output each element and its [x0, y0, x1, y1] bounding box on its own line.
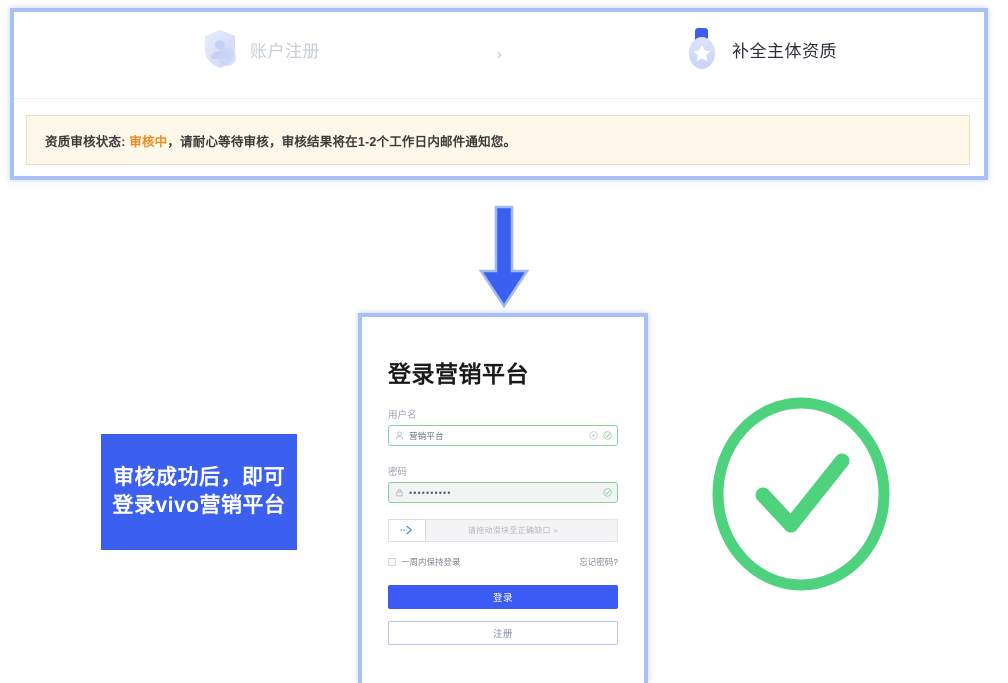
medal-star-icon	[682, 26, 722, 72]
step-complete-qualification-label: 补全主体资质	[732, 41, 837, 61]
shield-user-icon	[200, 26, 240, 72]
step-account-registration-label: 账户注册	[250, 41, 320, 61]
slider-hint: 请拖动滑块至正确缺口 »	[467, 526, 559, 535]
alert-suffix: ，请耐心等待审核，审核结果将在1-2个工作日内邮件通知您。	[167, 134, 517, 149]
remember-login-option[interactable]: 一周内保持登录	[388, 556, 461, 568]
username-value: 营销平台	[409, 430, 444, 441]
registration-steps: 账户注册 › 补全主体资质	[14, 12, 984, 99]
password-valid-icon	[603, 484, 612, 502]
password-value: ••••••••••	[409, 487, 452, 498]
remember-checkbox[interactable]	[388, 558, 396, 566]
slider-captcha[interactable]: 请拖动滑块至正确缺口 »	[388, 519, 618, 542]
step-separator-chevron-icon: ›	[496, 45, 503, 65]
user-icon	[395, 427, 404, 445]
success-callout: 审核成功后，即可 登录vivo营销平台	[101, 434, 297, 550]
page-title: 登录营销平台	[388, 361, 529, 387]
forgot-password-link[interactable]: 忘记密码?	[579, 557, 618, 567]
login-card: 登录营销平台 用户名 营销平台 密码	[358, 313, 648, 683]
review-status-text: 资质审核状态: 审核中，请耐心等待审核，审核结果将在1-2个工作日内邮件通知您。	[27, 131, 516, 150]
slider-handle[interactable]	[388, 519, 426, 542]
remember-label: 一周内保持登录	[401, 557, 461, 567]
login-button[interactable]: 登录	[388, 585, 618, 609]
review-status-alert: 资质审核状态: 审核中，请耐心等待审核，审核结果将在1-2个工作日内邮件通知您。	[26, 115, 970, 165]
step-complete-qualification[interactable]: 补全主体资质	[682, 26, 837, 72]
alert-prefix: 资质审核状态:	[45, 134, 130, 149]
username-label: 用户名	[388, 410, 417, 421]
qualification-status-panel: 账户注册 › 补全主体资质 资质审核	[10, 8, 988, 180]
status-badge: 审核中	[129, 134, 168, 149]
clear-circle-icon[interactable]	[589, 427, 598, 445]
slider-arrow-icon	[399, 522, 415, 540]
step-account-registration[interactable]: 账户注册	[200, 26, 320, 72]
register-button[interactable]: 注册	[388, 621, 618, 645]
down-arrow-icon	[478, 205, 530, 310]
username-valid-icon	[603, 427, 612, 445]
callout-line-2: 登录vivo营销平台	[112, 494, 286, 517]
password-label: 密码	[388, 467, 408, 478]
password-input[interactable]: ••••••••••	[388, 482, 618, 503]
lock-icon	[395, 484, 404, 502]
check-circle-icon	[707, 395, 895, 593]
username-input[interactable]: 营销平台	[388, 425, 618, 446]
login-options-row: 一周内保持登录 忘记密码?	[388, 556, 618, 568]
callout-line-1: 审核成功后，即可	[113, 466, 285, 489]
